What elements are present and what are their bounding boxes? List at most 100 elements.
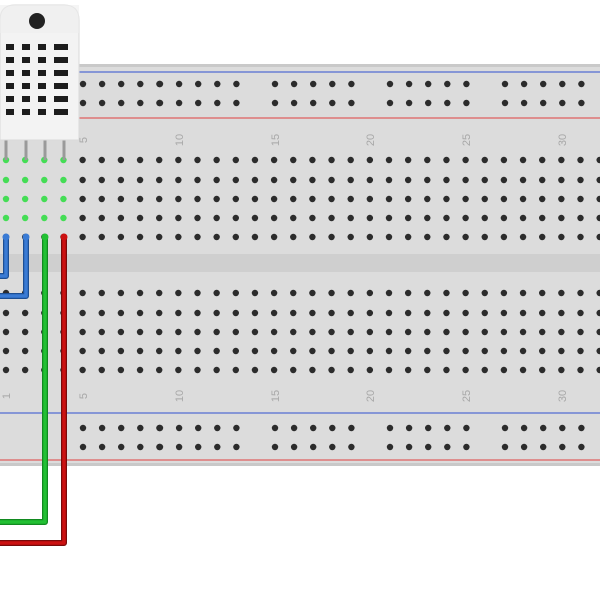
power-rail-hole: [98, 424, 106, 432]
terminal-hole: [424, 309, 431, 317]
terminal-hole: [213, 176, 220, 184]
terminal-hole: [347, 214, 354, 222]
terminal-hole: [232, 176, 239, 184]
terminal-hole: [136, 195, 144, 203]
column-number-label: 20: [365, 134, 377, 146]
power-rail-hole: [578, 443, 585, 451]
terminal-hole: [539, 233, 546, 241]
power-rail-hole: [118, 80, 125, 88]
power-rail-hole: [79, 80, 87, 88]
terminal-hole: [519, 366, 527, 374]
terminal-hole: [385, 347, 393, 355]
terminal-hole: [60, 195, 67, 203]
terminal-hole: [309, 156, 316, 164]
power-rail-hole: [156, 80, 164, 88]
terminal-hole: [443, 347, 450, 355]
terminal-hole: [194, 195, 201, 203]
power-rail-hole: [137, 99, 144, 107]
terminal-hole: [424, 289, 431, 297]
terminal-hole: [328, 328, 335, 336]
sensor-vent-slot: [54, 70, 68, 76]
power-rail-hole: [233, 443, 240, 451]
terminal-hole: [519, 156, 527, 164]
terminal-hole: [366, 328, 374, 336]
power-rail-hole: [118, 443, 125, 451]
sensor-vent-slot: [22, 57, 30, 63]
terminal-hole: [462, 233, 469, 241]
terminal-hole: [156, 233, 163, 241]
terminal-hole: [577, 366, 584, 374]
terminal-hole: [175, 309, 182, 317]
terminal-hole: [500, 366, 508, 374]
power-rail-hole: [540, 80, 547, 88]
terminal-hole: [577, 347, 584, 355]
terminal-hole: [481, 195, 488, 203]
wire-red-end: [60, 233, 68, 241]
terminal-hole: [117, 233, 125, 241]
wire-blue-b-highlight: [0, 235, 28, 298]
wire-blue-a-highlight: [0, 235, 8, 278]
terminal-hole: [577, 214, 584, 222]
power-rail-hole: [463, 80, 470, 88]
terminal-hole: [500, 309, 508, 317]
breadboard-holes: [2, 80, 600, 451]
terminal-hole: [596, 176, 600, 184]
power-rail-hole: [214, 80, 221, 88]
terminal-hole: [98, 347, 105, 355]
terminal-hole: [500, 328, 508, 336]
column-number-label: 1: [1, 393, 13, 399]
power-rail-hole: [310, 443, 317, 451]
terminal-hole: [79, 176, 86, 184]
power-rail-hole: [156, 443, 164, 451]
terminal-hole: [500, 347, 508, 355]
terminal-hole: [558, 366, 565, 374]
power-rail-hole: [118, 424, 125, 432]
sensor-vent-slot: [38, 57, 46, 63]
power-rail-hole: [405, 99, 413, 107]
sensor-vent-slot: [38, 109, 46, 115]
power-rail-hole: [329, 443, 336, 451]
power-rail-hole: [540, 443, 547, 451]
terminal-hole: [309, 347, 316, 355]
terminal-hole: [577, 176, 584, 184]
terminal-hole: [2, 347, 10, 355]
terminal-hole: [443, 309, 450, 317]
terminal-hole: [328, 214, 335, 222]
power-rail-hole: [559, 443, 566, 451]
terminal-hole: [79, 156, 86, 164]
wire-green-end: [41, 233, 49, 241]
column-number-label: 30: [557, 390, 569, 402]
terminal-hole: [481, 214, 488, 222]
wires: [0, 233, 68, 546]
power-rail-hole: [444, 424, 451, 432]
power-rail-hole: [156, 424, 164, 432]
power-rail-hole: [578, 80, 585, 88]
wire-red-highlight: [0, 235, 66, 545]
terminal-hole: [156, 289, 163, 297]
terminal-hole: [213, 289, 220, 297]
sensor-vent-slot: [54, 44, 68, 50]
terminal-hole: [251, 195, 259, 203]
terminal-hole: [21, 347, 29, 355]
terminal-hole: [117, 156, 125, 164]
terminal-hole: [213, 366, 220, 374]
terminal-hole: [175, 328, 182, 336]
power-rail-hole: [386, 424, 394, 432]
sensor-vent-slot: [22, 83, 30, 89]
terminal-hole: [270, 328, 278, 336]
terminal-hole: [500, 195, 508, 203]
power-rail-hole: [79, 443, 87, 451]
terminal-hole: [596, 366, 600, 374]
power-rail-hole: [386, 99, 394, 107]
terminal-hole: [385, 328, 393, 336]
terminal-hole: [462, 214, 469, 222]
terminal-hole: [558, 214, 565, 222]
power-rail-hole: [290, 424, 298, 432]
terminal-hole: [270, 347, 278, 355]
power-rail-hole: [520, 80, 528, 88]
power-rail-hole: [405, 424, 413, 432]
terminal-hole: [2, 195, 10, 203]
terminal-hole: [596, 195, 600, 203]
terminal-hole: [328, 347, 335, 355]
